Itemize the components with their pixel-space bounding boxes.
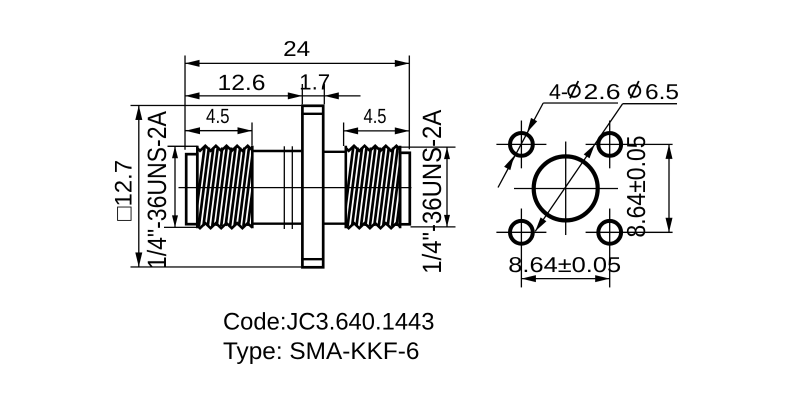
svg-text:6.5: 6.5 (645, 80, 679, 104)
svg-text:4.5: 4.5 (364, 105, 387, 128)
svg-text:2.6: 2.6 (584, 80, 621, 104)
svg-text:□12.7: □12.7 (110, 160, 137, 221)
svg-text:12.6: 12.6 (218, 70, 266, 95)
svg-text:1.7: 1.7 (299, 69, 330, 94)
svg-text:4.5: 4.5 (206, 105, 230, 128)
svg-text:4-: 4- (549, 80, 568, 104)
svg-text:Type: SMA-KKF-6: Type: SMA-KKF-6 (223, 338, 420, 365)
svg-text:1/4"-36UNS-2A: 1/4"-36UNS-2A (142, 111, 172, 269)
svg-text:Code:JC3.640.1443: Code:JC3.640.1443 (223, 308, 435, 335)
svg-text:8.64±0.05: 8.64±0.05 (508, 253, 621, 277)
svg-text:24: 24 (283, 37, 310, 61)
svg-text:8.64±0.05: 8.64±0.05 (621, 136, 651, 238)
svg-text:1/4"-36UNS-2A: 1/4"-36UNS-2A (417, 109, 447, 273)
